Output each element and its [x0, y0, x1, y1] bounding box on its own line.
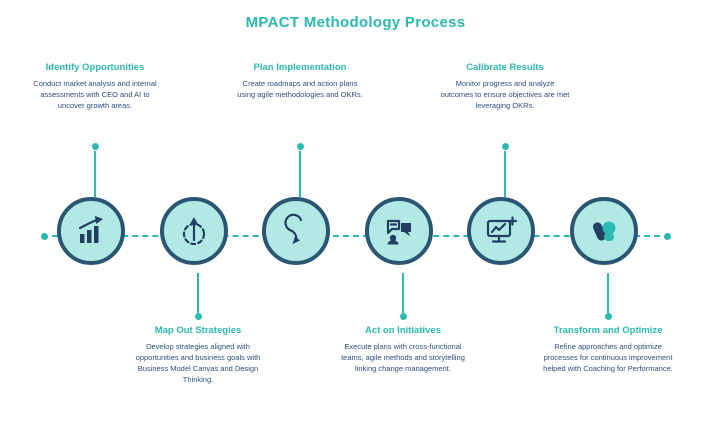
step-3: Plan Implementation Create roadmaps and … [232, 0, 368, 436]
connector-line [299, 151, 301, 197]
bar-chart-growth-icon [78, 216, 103, 243]
step-description: Execute plans with cross-functional team… [341, 341, 465, 373]
step-description: Conduct market analysis and internal ass… [33, 78, 157, 110]
step-title: Map Out Strategies [154, 325, 242, 336]
step-1: Identify Opportunities Conduct market an… [27, 0, 163, 436]
step-3-node [262, 197, 330, 265]
step-1-node [57, 197, 125, 265]
connector-dot [91, 143, 99, 150]
step-description: Refine approaches and optimize processes… [543, 341, 673, 373]
step-description: Develop strategies aligned with opportun… [135, 341, 261, 384]
connector-dot [194, 313, 202, 320]
connector-line [197, 273, 199, 313]
step-2-text-block: Map Out Strategies Develop strategies al… [130, 325, 266, 385]
timeline-dashed-line [52, 235, 660, 237]
step-title: Act on Initiatives [364, 325, 441, 336]
step-title: Identify Opportunities [45, 62, 145, 73]
connector-dot [604, 313, 612, 320]
connector-line [607, 273, 609, 313]
monitor-analytics-icon [486, 216, 518, 243]
step-description: Create roadmaps and action plans using a… [237, 78, 363, 99]
diagram-title: MPACT Methodology Process [245, 14, 466, 31]
step-5: Calibrate Results Monitor progress and a… [437, 0, 573, 436]
step-6-node [570, 197, 638, 265]
circular-strategy-arrow-icon [182, 217, 206, 246]
connector-dot [399, 313, 407, 320]
agile-iteration-icon [284, 213, 303, 244]
step-2: Map Out Strategies Develop strategies al… [130, 0, 266, 436]
step-description: Monitor progress and analyze outcomes to… [440, 78, 570, 110]
step-title: Calibrate Results [466, 62, 544, 73]
step-2-node [160, 197, 228, 265]
step-6-text-block: Transform and Optimize Refine approaches… [540, 325, 676, 375]
step-3-text-block: Plan Implementation Create roadmaps and … [232, 62, 368, 101]
timeline-start-dot [41, 233, 48, 240]
step-title: Transform and Optimize [553, 325, 663, 336]
connector-line [504, 151, 506, 197]
step-6: Transform and Optimize Refine approaches… [540, 0, 676, 436]
connector-dot [296, 143, 304, 150]
step-5-node [467, 197, 535, 265]
step-1-text-block: Identify Opportunities Conduct market an… [27, 62, 163, 112]
timeline-end-dot [664, 233, 671, 240]
step-4-node [365, 197, 433, 265]
step-4: Act on Initiatives Execute plans with cr… [335, 0, 471, 436]
connector-line [94, 151, 96, 197]
discussion-bubbles-icon [386, 219, 411, 245]
step-5-text-block: Calibrate Results Monitor progress and a… [437, 62, 573, 112]
transform-shape-icon [592, 221, 616, 241]
step-title: Plan Implementation [253, 62, 347, 73]
connector-dot [501, 143, 509, 150]
step-4-text-block: Act on Initiatives Execute plans with cr… [335, 325, 471, 375]
connector-line [402, 273, 404, 313]
